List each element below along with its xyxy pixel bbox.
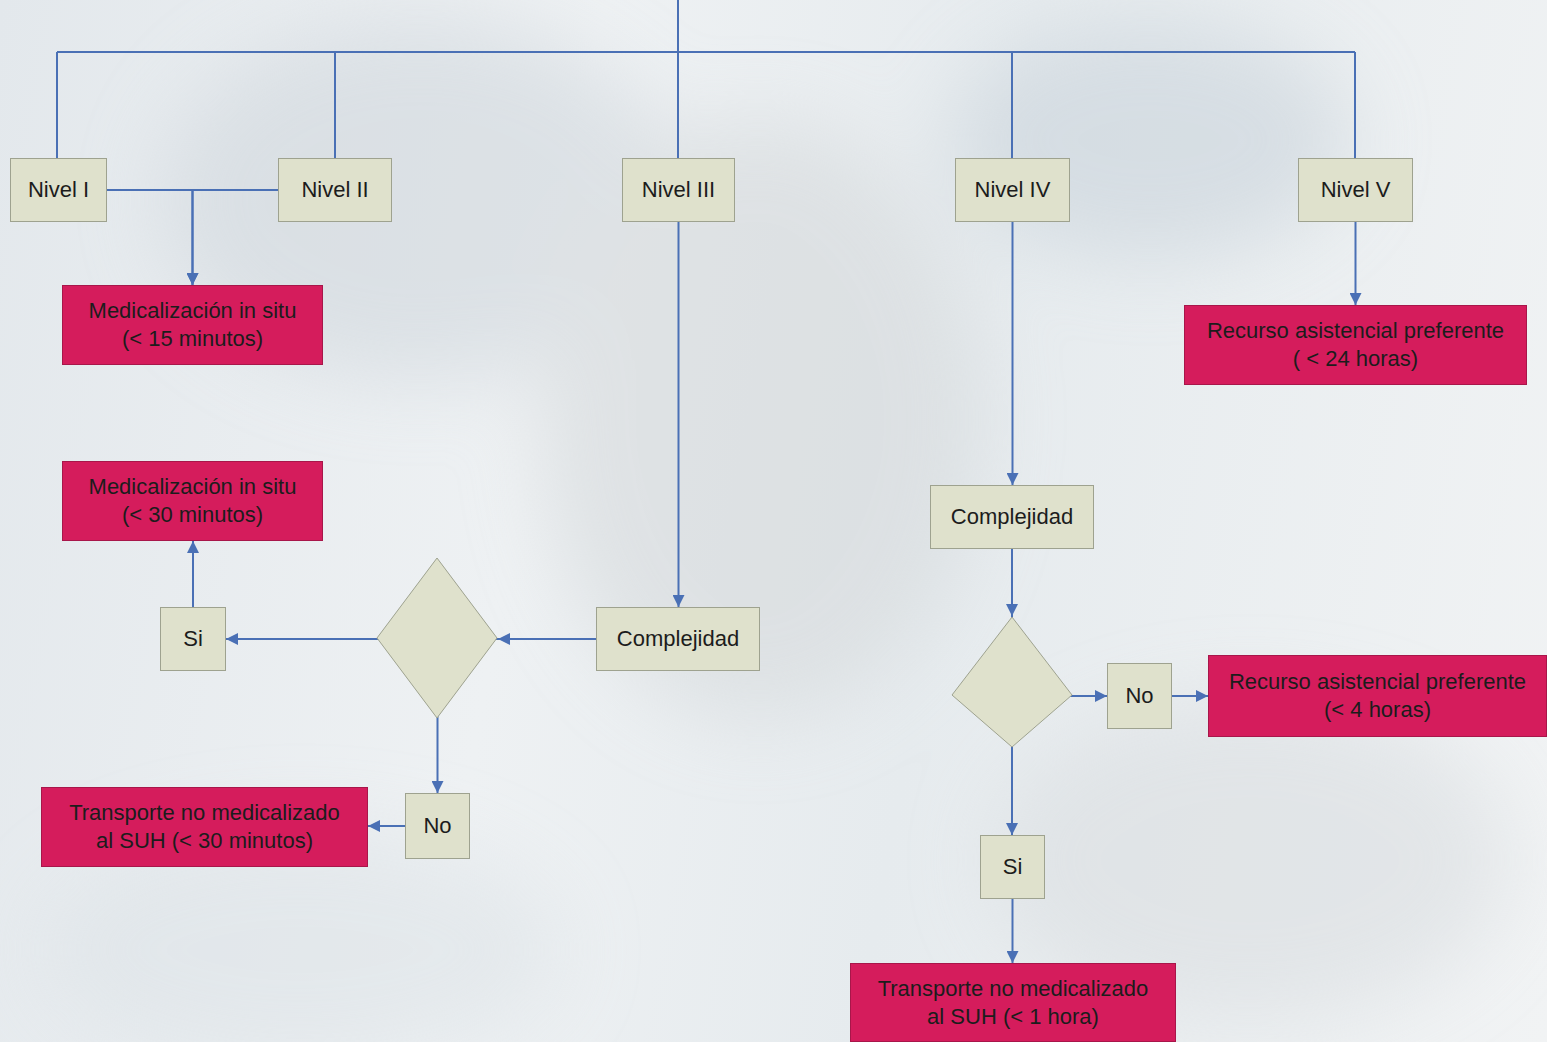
branch-line (1354, 52, 1356, 158)
outcome-box: Medicalización in situ (< 15 minutos) (62, 285, 323, 365)
arrow-head (498, 633, 510, 645)
outcome-box: Medicalización in situ (< 30 minutos) (62, 461, 323, 541)
branch-line (334, 52, 336, 158)
level-box: Nivel III (622, 158, 735, 222)
level-box: Nivel V (1298, 158, 1413, 222)
answer-box: No (405, 793, 470, 859)
photo-shade (950, 20, 1350, 260)
node-text: Nivel II (301, 176, 368, 204)
node-text: Si (183, 625, 203, 653)
photo-shade (540, 120, 980, 720)
answer-box: Si (980, 835, 1045, 899)
process-box: Complejidad (596, 607, 760, 671)
level-box: Nivel I (10, 158, 107, 222)
answer-box: Si (160, 607, 226, 671)
trunk-line (57, 51, 1355, 53)
arrow-head (1006, 604, 1018, 616)
node-text: Transporte no medicalizado al SUH (< 1 h… (872, 975, 1154, 1031)
flow-connector (368, 825, 405, 827)
outcome-box: Transporte no medicalizado al SUH (< 30 … (41, 787, 368, 867)
level-box: Nivel II (278, 158, 392, 222)
decision-diamond (377, 558, 497, 718)
branch-line (677, 52, 679, 158)
answer-box: No (1107, 663, 1172, 729)
node-text: Recurso asistencial preferente ( < 24 ho… (1204, 317, 1508, 373)
flow-connector (678, 222, 680, 607)
node-text: Medicalización in situ (< 30 minutos) (82, 473, 304, 529)
outcome-box: Transporte no medicalizado al SUH (< 1 h… (850, 963, 1176, 1042)
node-text: Transporte no medicalizado al SUH (< 30 … (64, 799, 346, 855)
node-text: Nivel I (28, 176, 89, 204)
node-text: Medicalización in situ (< 15 minutos) (82, 297, 304, 353)
node-text: No (1125, 682, 1153, 710)
node-text: No (423, 812, 451, 840)
flow-connector (1355, 222, 1357, 305)
outcome-box: Recurso asistencial preferente ( < 24 ho… (1184, 305, 1527, 385)
node-text: Nivel V (1321, 176, 1391, 204)
node-text: Nivel IV (975, 176, 1051, 204)
branch-line (1011, 52, 1013, 158)
flow-connector (192, 541, 194, 607)
process-box: Complejidad (930, 485, 1094, 549)
flow-connector (1172, 695, 1208, 697)
node-text: Nivel III (642, 176, 715, 204)
flow-connector (193, 190, 279, 285)
flow-connector (1012, 222, 1014, 485)
branch-line (56, 52, 58, 158)
level-box: Nivel IV (955, 158, 1070, 222)
flow-connector (107, 190, 193, 285)
node-text: Recurso asistencial preferente (< 4 hora… (1226, 668, 1530, 724)
outcome-box: Recurso asistencial preferente (< 4 hora… (1208, 655, 1547, 737)
trunk-line (677, 0, 679, 52)
node-text: Complejidad (951, 503, 1073, 531)
decision-diamond (952, 617, 1072, 747)
node-text: Complejidad (617, 625, 739, 653)
node-text: Si (1003, 853, 1023, 881)
flow-connector (1012, 899, 1014, 963)
